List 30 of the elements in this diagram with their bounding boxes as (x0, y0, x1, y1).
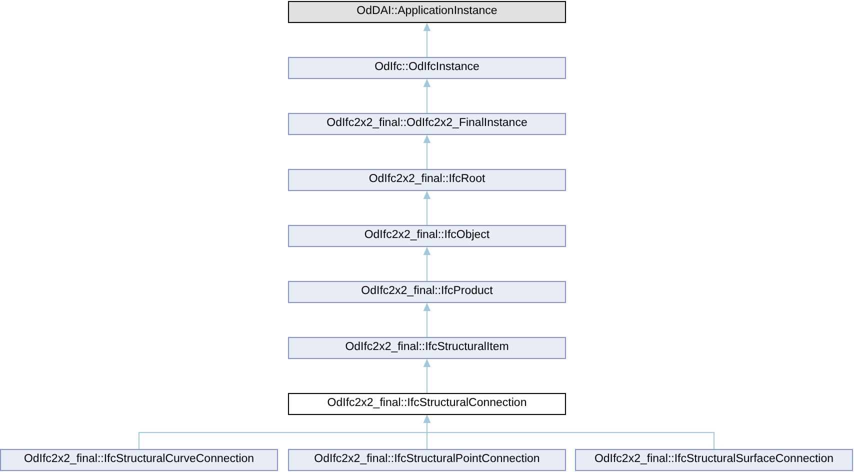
class-box (0, 449, 278, 471)
class-box (288, 57, 566, 79)
class-name: OdIfc2x2_final::IfcObject (364, 230, 490, 242)
class-box (288, 281, 566, 303)
class-box (288, 393, 566, 415)
class-name: OdIfc2x2_final::IfcStructuralItem (345, 342, 509, 354)
class-name: OdIfc2x2_final::IfcStructuralSurfaceConnection (594, 454, 834, 466)
class-box (288, 225, 566, 247)
class-name: OdDAI::ApplicationInstance (356, 6, 498, 18)
class-name: OdIfc2x2_final::OdIfc2x2_FinalInstance (326, 118, 528, 130)
inheritance-arrow (424, 248, 430, 282)
class-name: OdIfc2x2_final::IfcStructuralPointConnection (314, 454, 540, 466)
class-name: OdIfc2x2_final::IfcStructuralCurveConnection (24, 454, 254, 466)
class-box (288, 169, 566, 191)
class-name: OdIfc::OdIfcInstance (374, 62, 480, 74)
class-box (288, 113, 566, 135)
class-box (288, 449, 566, 471)
class-name: OdIfc2x2_final::IfcStructuralConnection (327, 398, 527, 410)
inheritance-arrow (424, 192, 430, 226)
inheritance-arrow (424, 80, 430, 114)
class-box (575, 449, 853, 471)
inheritance-arrow (424, 304, 430, 338)
class-name: OdIfc2x2_final::IfcProduct (361, 286, 493, 298)
class-box (288, 1, 566, 23)
class-name: OdIfc2x2_final::IfcRoot (368, 174, 486, 186)
inheritance-arrow (424, 416, 714, 450)
inheritance-arrow (424, 24, 430, 58)
inheritance-arrow (424, 136, 430, 170)
inheritance-arrow (424, 360, 430, 394)
class-box (288, 337, 566, 359)
